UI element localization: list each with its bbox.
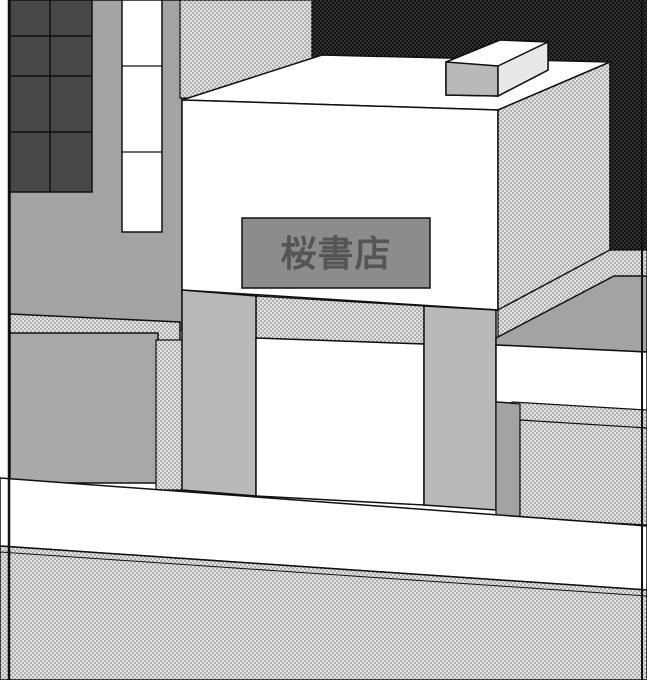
road bbox=[0, 545, 647, 680]
left-shop-side bbox=[155, 339, 183, 491]
window-grid bbox=[9, 0, 93, 193]
left-shop-front bbox=[9, 332, 159, 484]
right-shop-front bbox=[495, 401, 521, 519]
shop-sign-text: 桜書店 bbox=[280, 234, 391, 275]
sidewalk bbox=[0, 477, 647, 591]
right-awning-top bbox=[495, 275, 647, 353]
left-pillar bbox=[181, 289, 257, 497]
rooftop-unit bbox=[445, 39, 549, 98]
right-pillar bbox=[423, 305, 497, 511]
shop-entrance bbox=[255, 337, 425, 506]
right-building-band bbox=[495, 344, 647, 413]
curb-line bbox=[0, 551, 647, 597]
right-shop-tone bbox=[519, 419, 647, 526]
vertical-window-strip bbox=[121, 0, 163, 233]
shop-sign: 桜書店 bbox=[241, 217, 431, 289]
